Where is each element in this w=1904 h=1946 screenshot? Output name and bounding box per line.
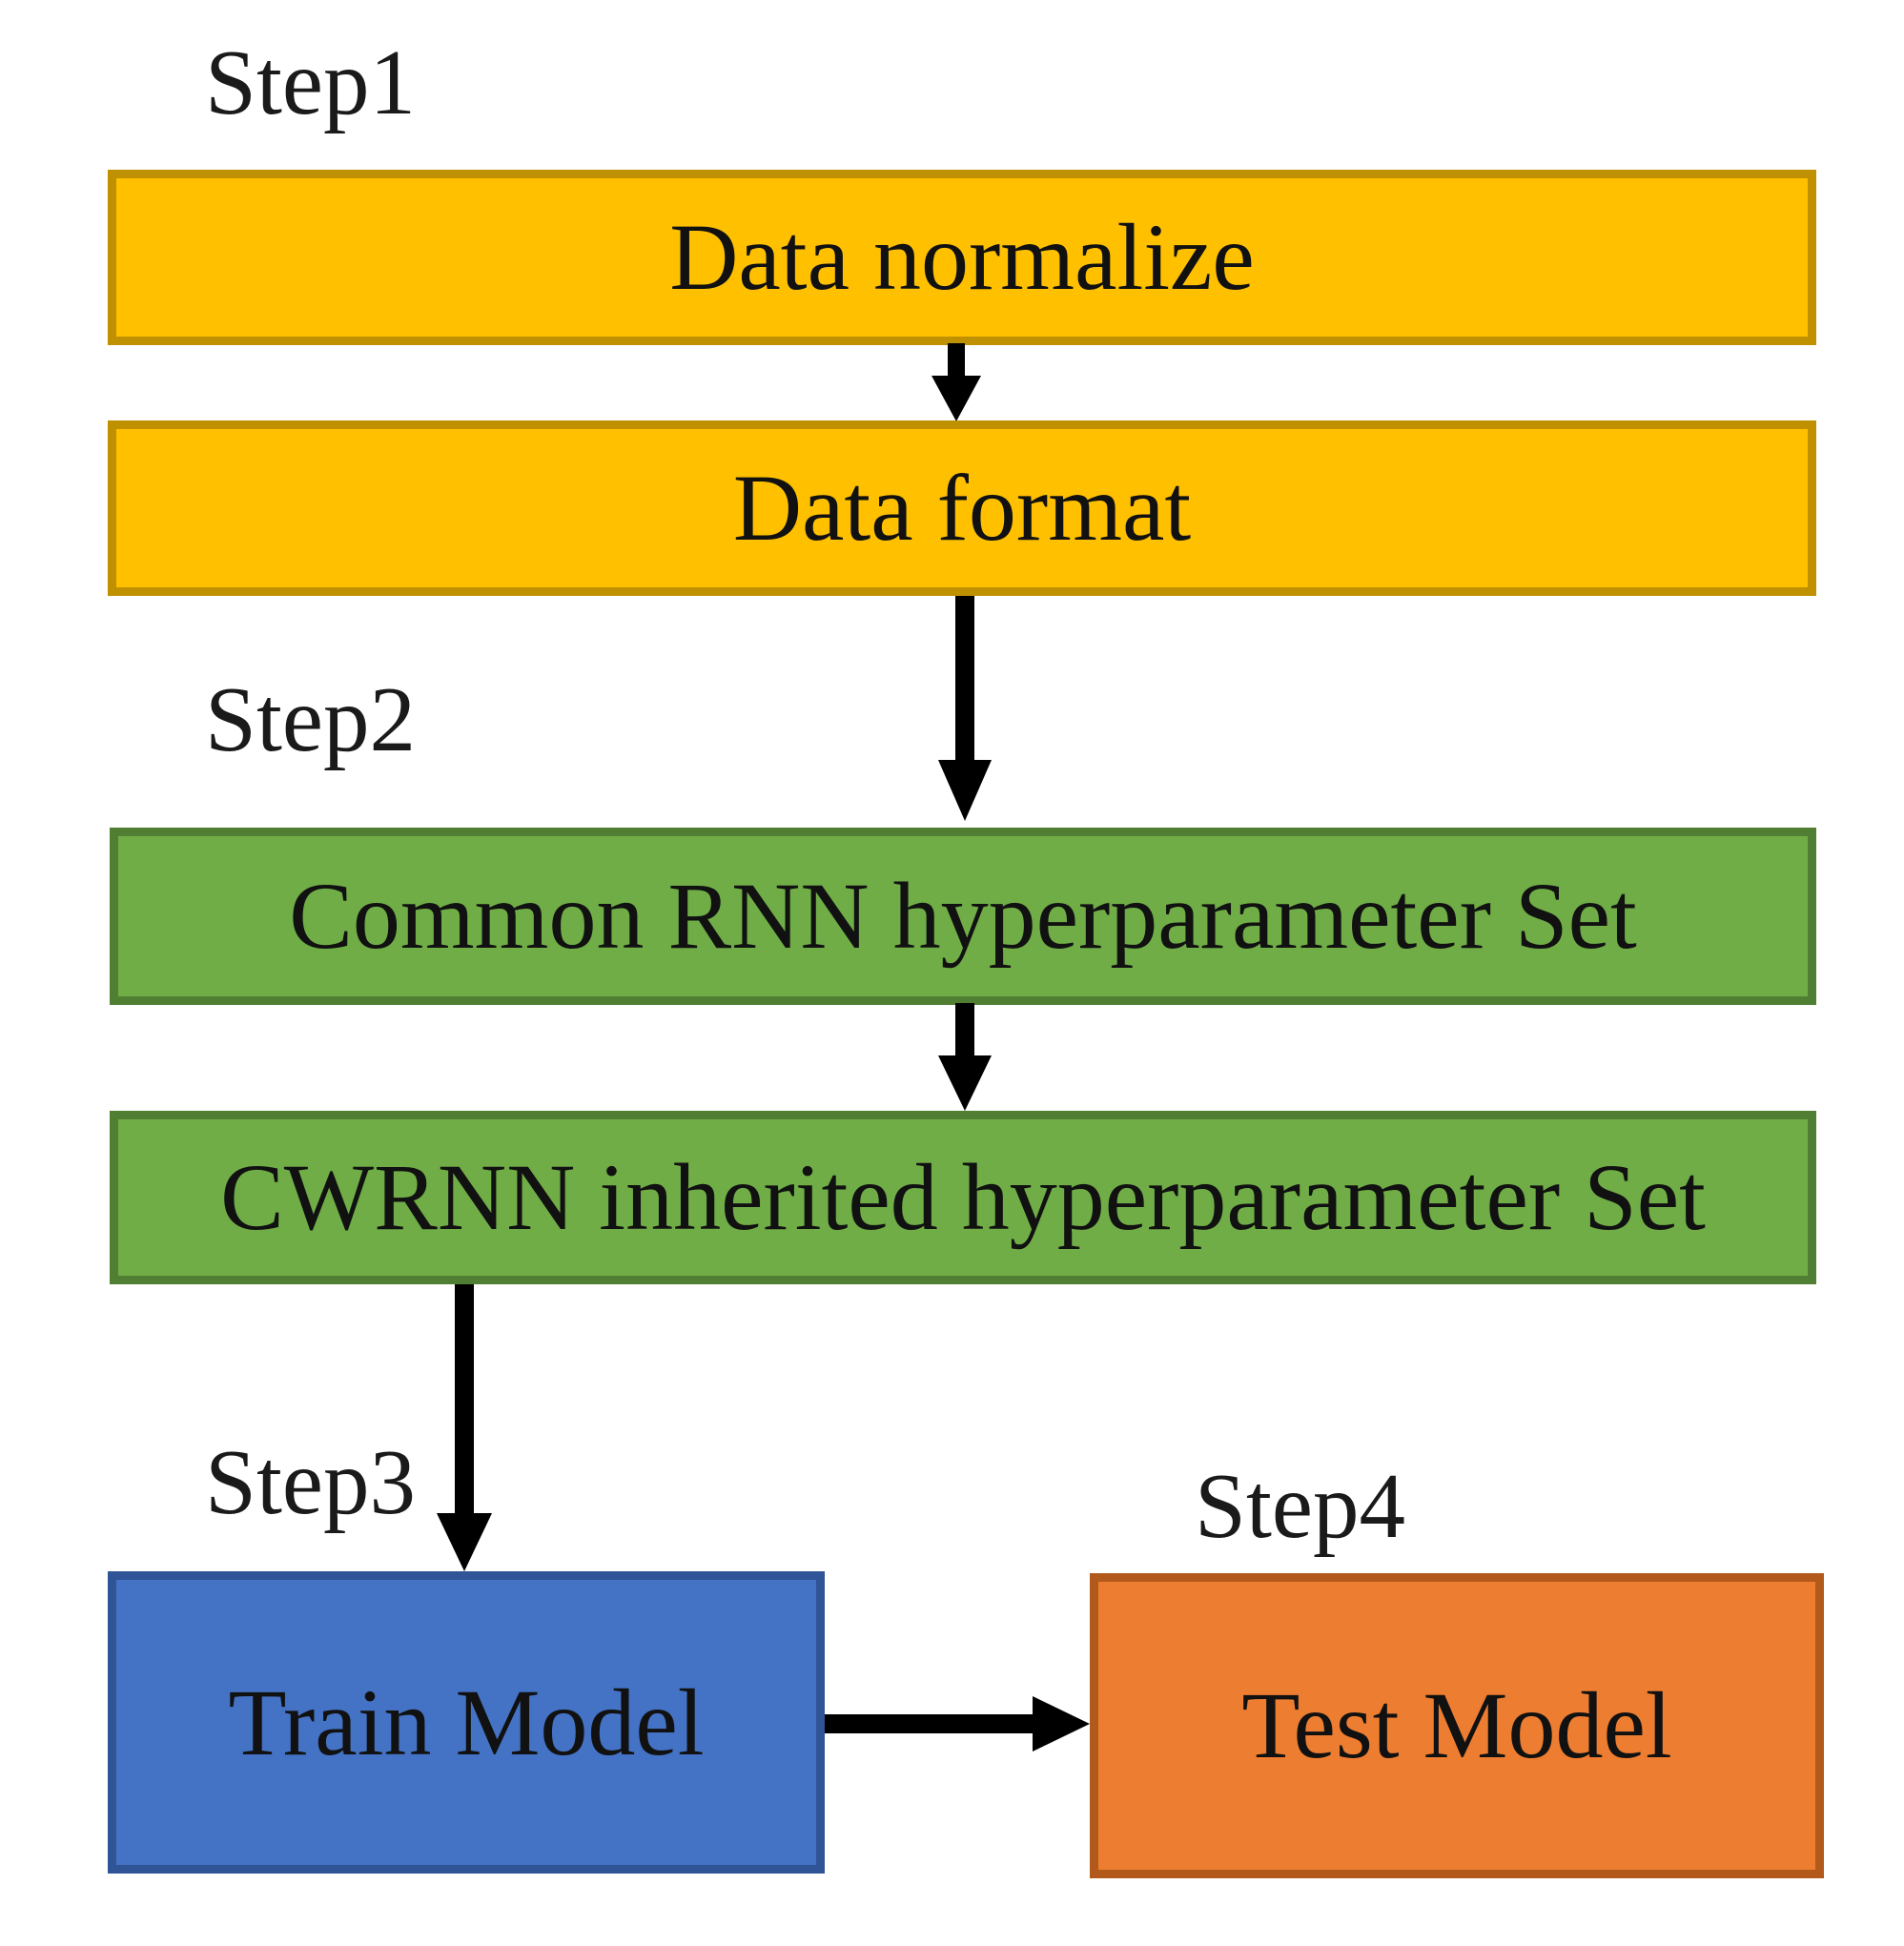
common-rnn-hyperparameter-set-label: Common RNN hyperparameter Set [289, 863, 1637, 969]
train-model-box: Train Model [108, 1571, 825, 1874]
data-normalize-label: Data normalize [669, 204, 1255, 310]
arrow-down-icon [938, 760, 992, 821]
step3-label: Step3 [205, 1431, 416, 1533]
arrow-data-normalize-to-data-format-shaft [948, 343, 965, 376]
arrow-common-rnn-to-cwrnn-shaft [955, 1003, 974, 1055]
train-model-label: Train Model [228, 1669, 705, 1775]
data-format-label: Data format [732, 455, 1192, 561]
arrow-down-icon [932, 376, 981, 421]
cwrnn-inherited-hyperparameter-set-label: CWRNN inherited hyperparameter Set [220, 1144, 1706, 1250]
step1-label: Step1 [205, 31, 416, 133]
arrow-data-format-to-common-rnn-shaft [955, 596, 974, 760]
common-rnn-hyperparameter-set-box: Common RNN hyperparameter Set [110, 828, 1816, 1005]
cwrnn-inherited-hyperparameter-set-box: CWRNN inherited hyperparameter Set [110, 1111, 1816, 1284]
test-model-label: Test Model [1241, 1672, 1672, 1778]
arrow-down-icon [437, 1513, 492, 1571]
arrow-right-icon [1033, 1696, 1090, 1751]
step2-label: Step2 [205, 668, 416, 770]
step4-label: Step4 [1195, 1455, 1405, 1557]
arrow-cwrnn-to-train-model-shaft [455, 1284, 474, 1513]
data-format-box: Data format [108, 420, 1816, 596]
data-normalize-box: Data normalize [108, 170, 1816, 345]
test-model-box: Test Model [1090, 1573, 1824, 1878]
arrow-down-icon [938, 1055, 992, 1111]
arrow-train-model-to-test-model-shaft [825, 1714, 1033, 1733]
